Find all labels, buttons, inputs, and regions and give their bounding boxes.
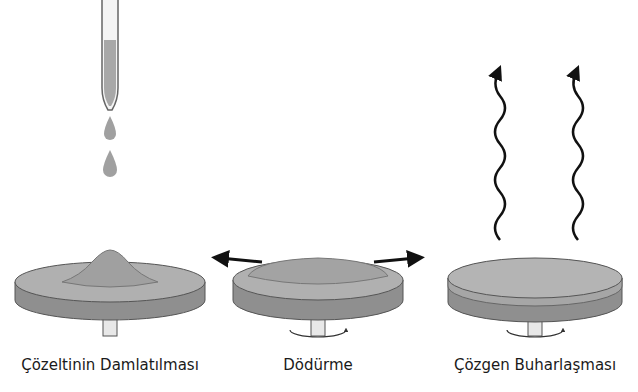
drop [103,150,117,177]
step-label: Dödürme [283,356,353,374]
stage-evaporate [448,72,622,337]
stage-drop [15,0,205,336]
spreading-film [248,258,388,284]
step-label: Çözgen Buharlaşması [454,356,616,374]
pipette-liquid [104,40,116,106]
disc-top [448,258,622,298]
spindle [311,318,325,336]
solution-mound [62,250,158,287]
vapor-arrow [495,72,505,240]
rotation-arrow [507,330,563,337]
stage-spin [220,258,416,337]
spread-arrow [374,258,416,262]
rotation-arrow [290,330,346,337]
spread-arrow [220,258,262,262]
vapor-arrow [573,72,583,240]
pipette [102,0,118,110]
step-label: Çözeltinin Damlatılması [21,356,199,374]
spindle [103,318,117,336]
drop [104,116,116,140]
